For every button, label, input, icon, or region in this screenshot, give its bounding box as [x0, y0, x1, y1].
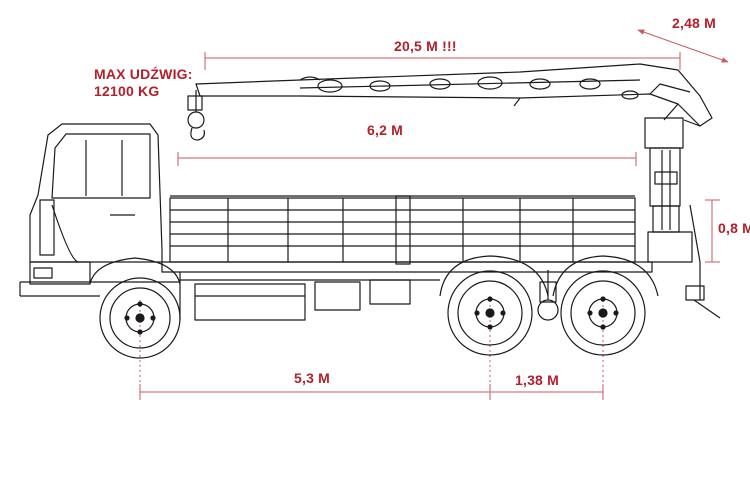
chassis [161, 261, 653, 321]
wheelbase-label: 5,3 M [294, 370, 331, 386]
width-dimension-arrow [637, 29, 729, 63]
cargo-body [169, 195, 636, 265]
max-capacity-value: 12100 KG [94, 83, 160, 99]
crane-column [644, 117, 721, 319]
crane-hook [187, 90, 205, 141]
truck-drawing [19, 63, 721, 359]
axle-spacing-label: 1,38 M [515, 372, 559, 388]
side-height-label: 0,8 M [718, 220, 750, 236]
rear-wheel-1 [447, 270, 533, 356]
dimension-lines [139, 29, 729, 400]
max-capacity-title: MAX UDŹWIG: [94, 66, 193, 82]
width-label: 2,48 M [672, 15, 716, 31]
boom-reach-label: 20,5 M !!! [394, 38, 457, 54]
max-capacity-label: MAX UDŹWIG: 12100 KG [94, 66, 193, 100]
front-wheel [99, 277, 181, 359]
truck-cab [19, 123, 181, 297]
rear-wheel-2 [560, 270, 646, 356]
body-length-label: 6,2 M [367, 122, 404, 138]
crane-boom [195, 63, 713, 127]
